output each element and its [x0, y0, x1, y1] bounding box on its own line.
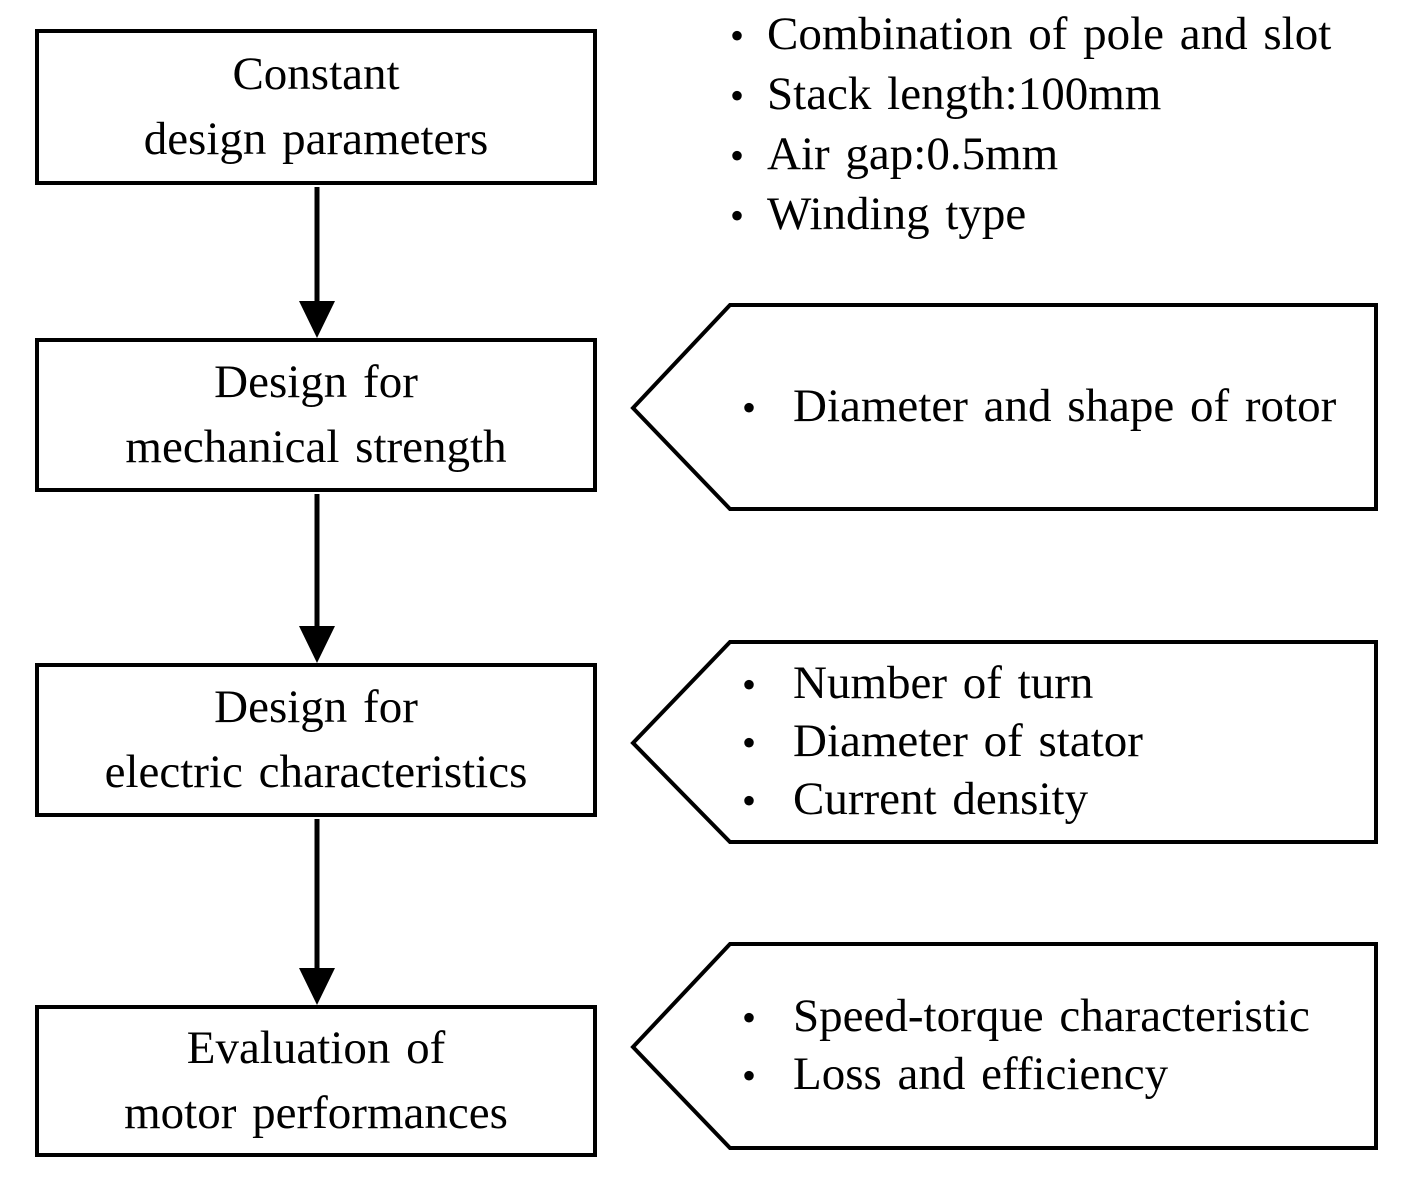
box-label-line: motor performances [124, 1087, 508, 1139]
flow-box-constant-design-parameters: Constant design parameters [35, 29, 597, 185]
callout-shape [630, 640, 1378, 844]
callout-item: • Current density [738, 771, 1362, 829]
bullet-icon: • [741, 778, 756, 823]
callout-item-text: Speed-torque characteristic [793, 990, 1310, 1042]
box-label-line: Evaluation of [186, 1022, 446, 1074]
callout-mechanical: • Diameter and shape of rotor [630, 303, 1378, 511]
list-item: • Air gap:0.5mm [726, 125, 1416, 185]
bullet-icon: • [729, 13, 744, 58]
callout-item-text: Number of turn [793, 657, 1094, 709]
bullet-icon: • [741, 995, 756, 1040]
box-label-line: electric characteristics [104, 746, 528, 798]
list-item: • Combination of pole and slot [726, 5, 1416, 65]
list-item-text: Stack length:100mm [767, 68, 1162, 120]
list-item: • Stack length:100mm [726, 65, 1416, 125]
flow-arrow [299, 494, 335, 663]
callout-item-text: Current density [793, 773, 1089, 825]
callout-item-text: Loss and efficiency [793, 1048, 1169, 1100]
callout-item: • Loss and efficiency [738, 1046, 1362, 1104]
box-label-line: Design for [214, 681, 418, 733]
bullet-icon: • [729, 193, 744, 238]
list-item: • Winding type [726, 185, 1416, 245]
bullet-icon: • [741, 385, 756, 430]
list-item-text: Combination of pole and slot [767, 8, 1332, 60]
bullet-icon: • [741, 720, 756, 765]
list-item-text: Winding type [767, 188, 1027, 240]
callout-item: • Diameter of stator [738, 713, 1362, 771]
callout-shape [630, 303, 1378, 511]
constant-parameters-list: • Combination of pole and slot • Stack l… [726, 5, 1416, 245]
callout-evaluation: • Speed-torque characteristic • Loss and… [630, 942, 1378, 1150]
callout-item: • Speed-torque characteristic [738, 988, 1362, 1046]
list-item-text: Air gap:0.5mm [767, 128, 1059, 180]
box-label-line: Constant [232, 48, 400, 100]
bullet-icon: • [741, 1053, 756, 1098]
callout-electric: • Number of turn • Diameter of stator • … [630, 640, 1378, 844]
callout-item-text: Diameter and shape of rotor [793, 380, 1337, 432]
flow-arrow [299, 819, 335, 1005]
flow-arrow [299, 187, 335, 338]
callout-shape [630, 942, 1378, 1150]
callout-item-text: Diameter of stator [793, 715, 1143, 767]
flow-box-electric-characteristics: Design for electric characteristics [35, 663, 597, 817]
box-label-line: Design for [214, 356, 418, 408]
box-label-line: mechanical strength [125, 421, 507, 473]
box-label-line: design parameters [143, 113, 489, 165]
bullet-icon: • [729, 73, 744, 118]
bullet-icon: • [729, 133, 744, 178]
flow-box-motor-performances: Evaluation of motor performances [35, 1005, 597, 1157]
callout-item: • Number of turn [738, 655, 1362, 713]
flow-box-mechanical-strength: Design for mechanical strength [35, 338, 597, 492]
bullet-icon: • [741, 662, 756, 707]
callout-item: • Diameter and shape of rotor [738, 378, 1362, 436]
